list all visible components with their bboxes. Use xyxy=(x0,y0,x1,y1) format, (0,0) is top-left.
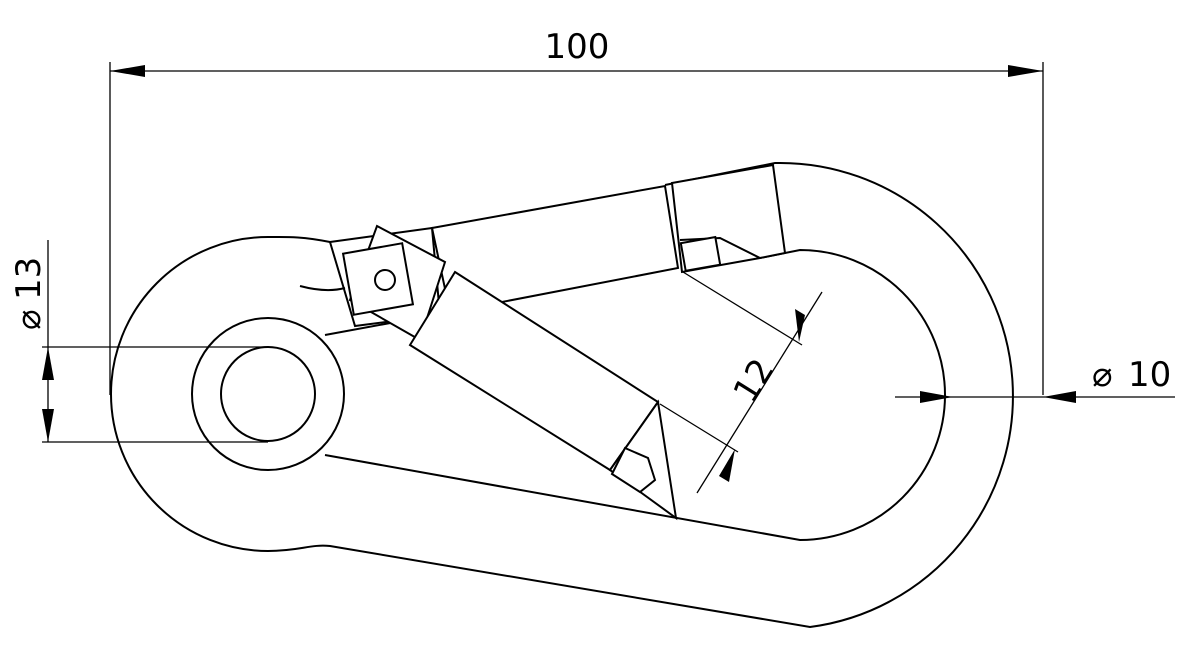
dimension-label-10: 10 xyxy=(1128,355,1171,395)
dimension-label-13: 13 xyxy=(9,257,49,300)
gate-upper xyxy=(299,163,787,342)
spring-wire xyxy=(299,285,346,292)
hinge-square xyxy=(341,242,415,316)
gate-latch-upper xyxy=(679,236,761,259)
gate-sleeve-upper xyxy=(430,184,680,314)
latch-notch-upper xyxy=(679,235,722,272)
dimension-gate-opening: 12 xyxy=(659,271,823,494)
hinge-pin xyxy=(374,269,396,291)
body-inner-outline xyxy=(324,248,946,542)
dimension-label-100: 100 xyxy=(545,27,610,67)
body-outer-outline xyxy=(110,161,1014,629)
latch-notch-lower xyxy=(610,446,657,494)
dimension-label-12: 12 xyxy=(726,352,783,410)
gate-lower xyxy=(408,270,678,521)
dimension-overall-length: 100 xyxy=(109,27,1044,395)
eye-inner-circle xyxy=(220,346,316,442)
dimension-wire-diameter: ⌀ 10 xyxy=(895,355,1175,403)
diameter-symbol: ⌀ xyxy=(1092,355,1112,395)
dimension-eye-diameter: ⌀ 13 xyxy=(9,240,268,443)
arrow-left xyxy=(110,65,145,77)
arrow-right xyxy=(1008,65,1043,77)
diameter-symbol: ⌀ xyxy=(9,310,49,330)
eye-outer-circle xyxy=(191,317,345,471)
gate-sleeve-lower xyxy=(408,270,660,472)
